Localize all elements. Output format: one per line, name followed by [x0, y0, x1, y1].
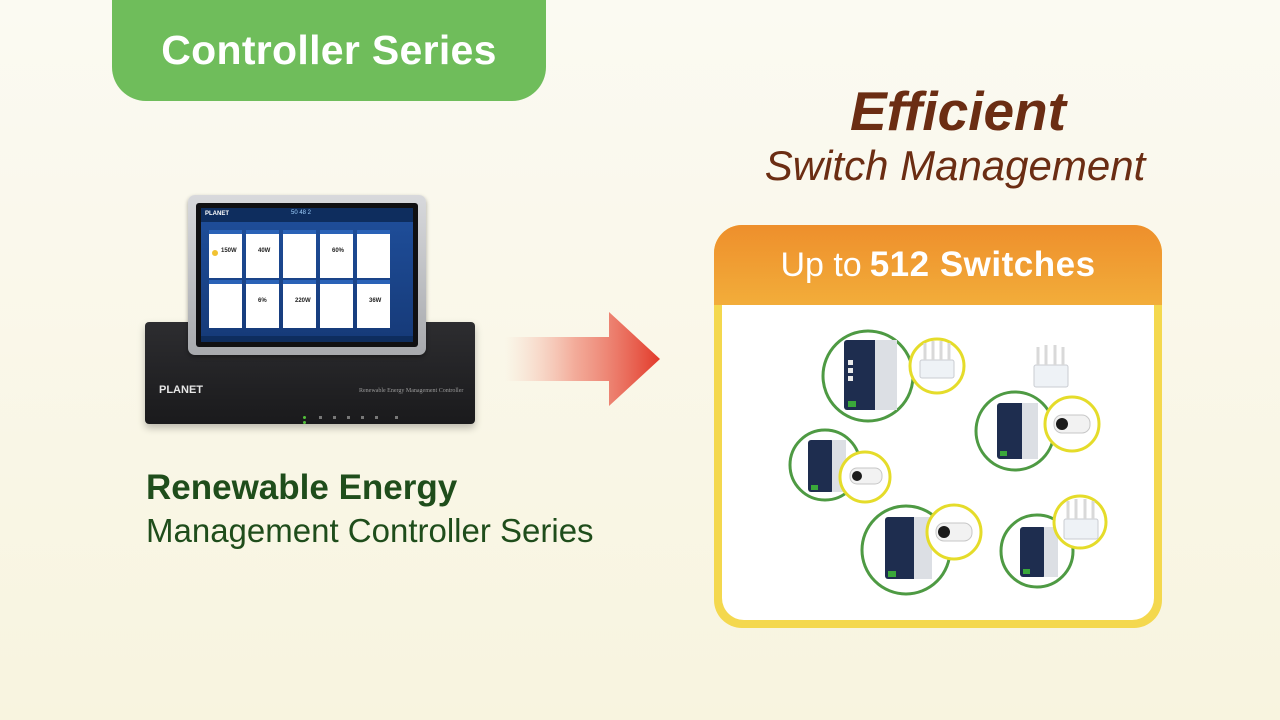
- controller-series-label: Controller Series: [161, 27, 497, 73]
- controller-device-image: PLANET Renewable Energy Management Contr…: [140, 190, 480, 440]
- headline-line-2: Switch Management: [764, 142, 1146, 189]
- card-header: Up to 512 Switches: [714, 225, 1162, 305]
- tile-value: 220W: [295, 298, 311, 304]
- switch-capacity-card: Up to 512 Switches: [714, 225, 1162, 628]
- screen-counts: 50 48 2: [291, 210, 312, 216]
- card-header-prefix: Up to: [780, 245, 862, 284]
- headline: Efficient Switch Management: [690, 80, 1220, 190]
- screen-logo: PLANET: [205, 211, 229, 217]
- status-leds: [303, 416, 403, 424]
- dashboard-screen: PLANET 50 48 2 150W 40W 60% 6% 220W 36W: [201, 208, 413, 342]
- caption-line-1: Renewable Energy: [146, 468, 458, 507]
- tile-value: 40W: [258, 248, 271, 254]
- card-header-emphasis: 512 Switches: [869, 245, 1096, 284]
- touch-panel: PLANET 50 48 2 150W 40W 60% 6% 220W 36W: [188, 195, 426, 355]
- right-arrow-icon: [505, 312, 660, 406]
- controller-series-tag: Controller Series: [112, 0, 546, 101]
- switch-node-icon: [821, 329, 966, 423]
- headline-line-1: Efficient: [850, 80, 1066, 142]
- router-node-icon: [1033, 345, 1069, 388]
- switch-camera-node-icon: [788, 428, 892, 504]
- base-label: Renewable Energy Management Controller: [359, 388, 464, 394]
- tile-value: 6%: [258, 298, 267, 304]
- switch-router-node-icon: [999, 494, 1108, 589]
- switch-camera-node-icon: [860, 503, 983, 596]
- tile-value: 36W: [369, 298, 382, 304]
- tile-value: 150W: [221, 248, 237, 254]
- switch-camera-node-icon: [974, 390, 1101, 472]
- tile-value: 60%: [332, 248, 345, 254]
- caption-line-2: Management Controller Series: [146, 512, 594, 549]
- base-logo: PLANET: [159, 384, 203, 396]
- switch-network-illustration: [722, 305, 1154, 620]
- product-caption: Renewable Energy Management Controller S…: [146, 466, 594, 552]
